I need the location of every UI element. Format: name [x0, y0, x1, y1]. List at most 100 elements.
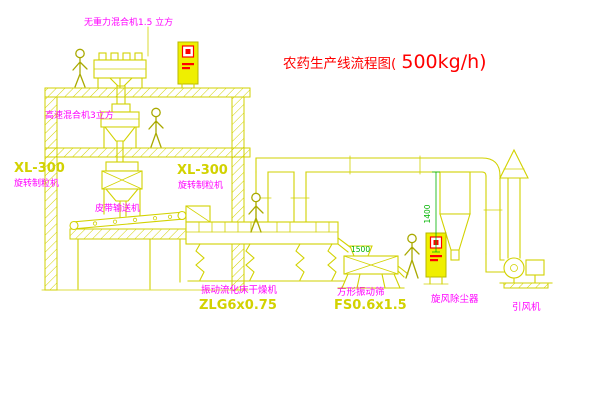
fan-hub — [510, 264, 518, 272]
worker-body — [72, 57, 88, 88]
fan-inlet-elbow — [485, 253, 505, 273]
cyclone-barrel — [439, 171, 471, 215]
fan-motor — [525, 259, 545, 276]
worker-figure-4 — [404, 233, 420, 279]
worker-figure-3 — [248, 192, 264, 233]
panel-text-mark — [430, 255, 442, 258]
label-granulator-left-model: XL-300 — [14, 161, 65, 176]
label-granulator-left-name: 旋转制粒机 — [14, 177, 59, 189]
rotary-granulator — [101, 161, 143, 218]
stack-pipe — [507, 177, 521, 259]
exhaust-stack — [499, 148, 529, 259]
building-frame — [41, 87, 251, 291]
granulator-cross-lines — [101, 170, 143, 190]
control-panel-1 — [177, 41, 199, 89]
dimension-annotations: 1400 1500 — [351, 171, 440, 254]
label-gravity-mixer: 无重力混合机1.5 立方 — [84, 16, 173, 28]
dimension-line-vertical — [432, 171, 440, 253]
dryer-springs — [195, 243, 337, 281]
exhaust-risers — [255, 171, 307, 223]
worker-body — [148, 116, 164, 148]
gravity-mixer — [93, 26, 149, 105]
column-right — [231, 96, 245, 291]
worker-head — [75, 48, 85, 59]
floor-slab-top — [44, 87, 251, 98]
title-capacity: 500kg/h) — [401, 51, 486, 73]
panel-text-mark — [182, 63, 194, 66]
mixer-discharge-cone — [108, 77, 134, 87]
label-screen-model: FS0.6x1.5 — [334, 298, 407, 313]
granulator-feed-box — [105, 161, 139, 172]
roller — [92, 221, 98, 226]
feed-box-diagonal — [185, 205, 211, 223]
mixer-legs — [97, 77, 143, 89]
fluid-bed-dryer — [185, 205, 355, 282]
vibrating-screen — [337, 245, 409, 289]
roller — [167, 214, 173, 219]
screen-cross-lines — [343, 255, 399, 275]
granulator-outlet — [119, 200, 127, 218]
induced-draft-fan — [485, 253, 553, 289]
label-cyclone: 旋风除尘器 — [431, 293, 479, 305]
column-left — [44, 96, 58, 291]
label-fan: 引风机 — [512, 301, 541, 313]
label-dryer-model: ZLG6x0.75 — [199, 298, 277, 313]
dimension-text-1500: 1500 — [351, 245, 370, 254]
panel-text-mark — [430, 259, 438, 262]
worker-head — [251, 192, 261, 203]
mezzanine-slab — [69, 228, 189, 240]
cyclone-dust-outlet — [450, 249, 460, 261]
belt-conveyor — [69, 210, 187, 231]
panel-indicator — [185, 49, 191, 54]
worker-head — [151, 107, 161, 118]
mixer-cone — [103, 126, 137, 142]
mixer-legs — [103, 126, 137, 149]
horizontal-duct — [255, 157, 483, 173]
worker-body — [404, 242, 420, 279]
roller — [152, 216, 158, 221]
discharge-chute — [116, 140, 124, 163]
mixer-inlet-nozzle — [122, 52, 131, 61]
high-speed-mixer — [100, 103, 140, 163]
panel-legs — [181, 83, 195, 89]
fan-foundation — [503, 282, 549, 289]
text-labels: 农药生产线流程图( 500kg/h) 无重力混合机1.5 立方 高速混合机3立方… — [14, 16, 541, 313]
granulator-cone — [104, 188, 140, 202]
roller — [132, 217, 138, 222]
belt-lines — [71, 211, 185, 230]
dryer-body — [185, 221, 339, 245]
cyclone-dust-collector — [439, 171, 471, 261]
granulator-legs — [103, 188, 141, 216]
pipe-flanges — [252, 155, 503, 211]
title-prefix: 农药生产线流程图( — [283, 56, 396, 72]
duct-elbow — [481, 157, 501, 177]
label-dryer-name: 振动流化床干燥机 — [201, 284, 278, 296]
mixer-inlet-nozzle — [110, 52, 119, 61]
mixer-inlet-nozzle — [98, 52, 107, 61]
label-high-speed-mixer: 高速混合机3立方 — [45, 109, 114, 121]
floor-slab-mid — [44, 147, 251, 158]
mixer-motor — [111, 103, 131, 113]
label-granulator-mid-name: 旋转制粒机 — [178, 179, 223, 191]
worker-head — [407, 233, 417, 244]
panel-legs — [429, 276, 443, 285]
panel-text-mark — [182, 67, 190, 70]
fan-pedestals — [513, 274, 536, 284]
conveyor-pulley — [69, 220, 79, 231]
screen-legs — [341, 273, 401, 289]
support-posts — [77, 238, 181, 290]
diagram-title: 农药生产线流程图( 500kg/h) — [283, 51, 487, 73]
mixer-inlet-nozzle — [134, 52, 143, 61]
screen-discharge — [397, 265, 409, 278]
label-screen-name: 方形振动筛 — [337, 286, 385, 298]
down-pipe — [485, 175, 501, 255]
rain-cap — [499, 148, 529, 179]
worker-body — [248, 201, 264, 233]
dimension-text-1400: 1400 — [423, 204, 432, 223]
fan-housing — [503, 257, 525, 279]
roller — [112, 219, 118, 224]
worker-figure-2 — [148, 107, 164, 148]
conveyor-pulley — [177, 210, 187, 221]
